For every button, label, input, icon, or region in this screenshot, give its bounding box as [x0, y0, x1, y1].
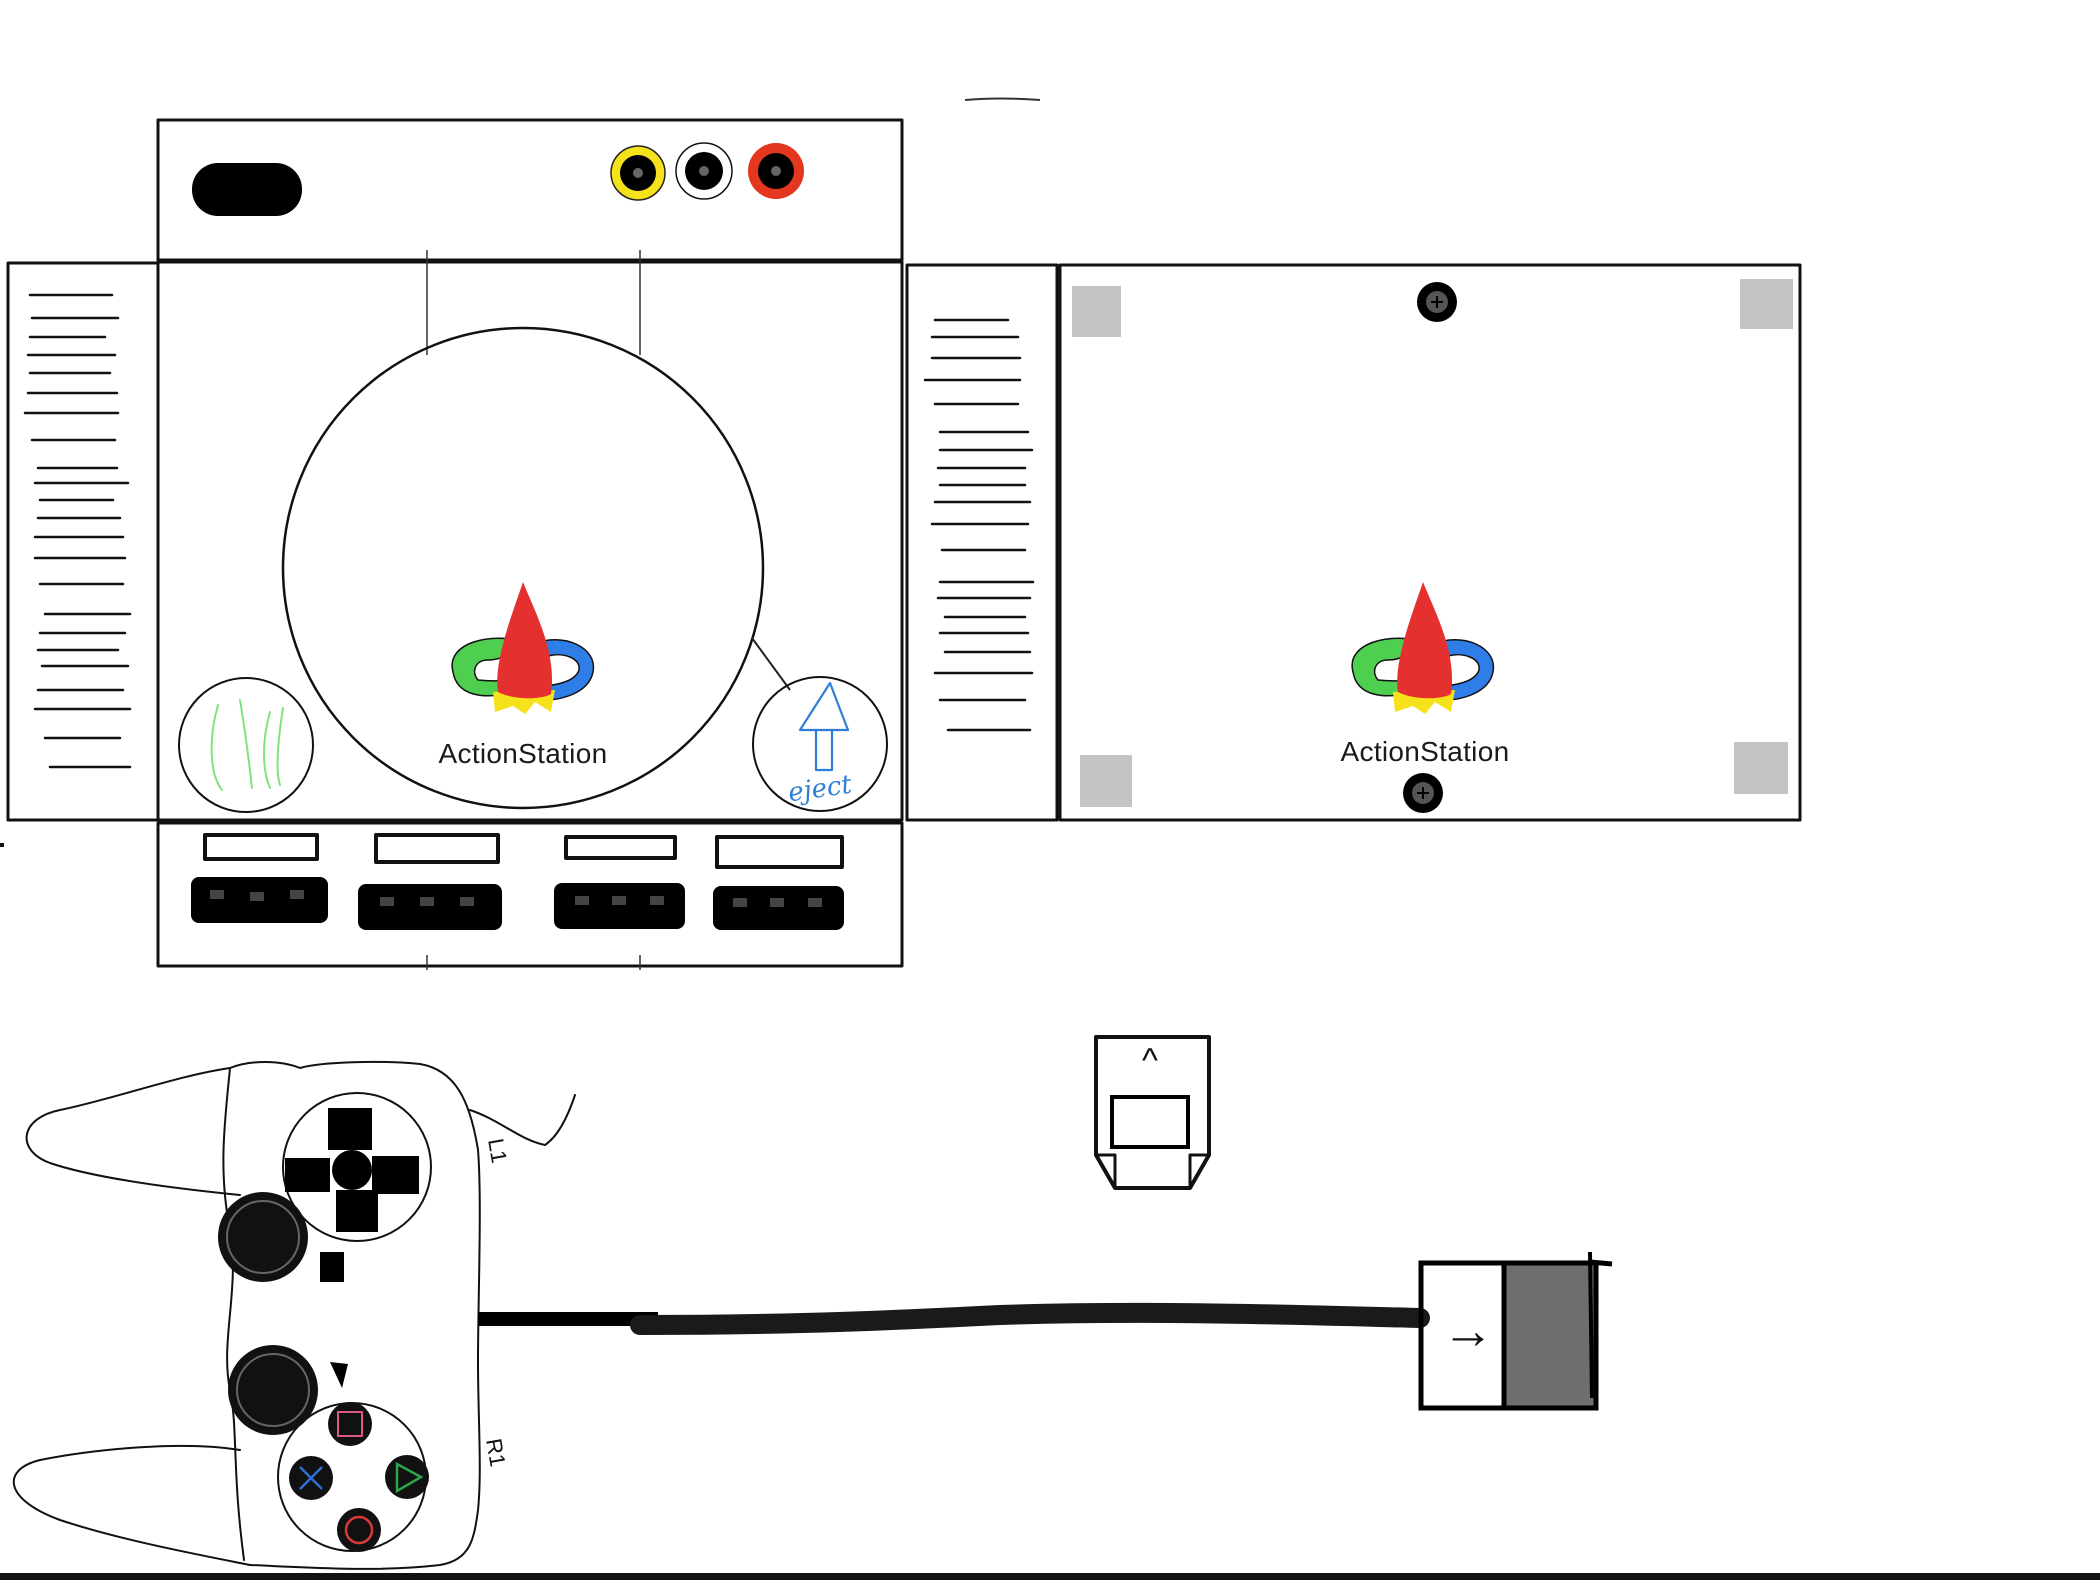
- left-analog-stick[interactable]: [218, 1192, 308, 1282]
- screw-pad: [1080, 755, 1132, 807]
- top-brand-label: ActionStation: [438, 738, 608, 769]
- console-bottom-panel: [1058, 263, 1802, 822]
- circle-icon: [344, 1515, 374, 1545]
- dpad-left-icon: [285, 1158, 330, 1192]
- bottom-brand-label: ActionStation: [1340, 736, 1510, 767]
- controller-left-grip-top: [25, 1067, 241, 1196]
- controller-port-2[interactable]: [358, 884, 502, 930]
- controller-port-strip: [156, 821, 904, 970]
- av-port-yellow[interactable]: [610, 145, 666, 201]
- controller-cable: [478, 1302, 1430, 1335]
- triangle-button[interactable]: [385, 1455, 429, 1499]
- triangle-icon: [395, 1461, 424, 1494]
- av-port-red[interactable]: [748, 143, 804, 199]
- power-button[interactable]: [178, 677, 314, 813]
- controller-plug[interactable]: [1418, 1251, 1613, 1411]
- memory-card[interactable]: [1094, 1035, 1211, 1190]
- dpad-down-icon: [336, 1190, 378, 1232]
- plug-arrow-icon: →: [1442, 1302, 1494, 1360]
- memory-card-label-area: [1110, 1095, 1190, 1149]
- power-icon: [210, 699, 284, 791]
- console-right-side-panel: [905, 263, 1059, 822]
- square-icon: [337, 1411, 363, 1437]
- console-left-side-panel: [6, 261, 160, 822]
- screw-pad: [1734, 742, 1788, 794]
- memory-card-slot-3[interactable]: [564, 835, 677, 860]
- console-top-panel: [156, 250, 904, 822]
- controller-body-outline: [229, 1060, 481, 1570]
- cross-icon: [299, 1466, 323, 1490]
- memory-card-slot-2[interactable]: [374, 833, 500, 864]
- dpad[interactable]: [282, 1092, 432, 1242]
- start-button[interactable]: [330, 1362, 348, 1388]
- shoulder-button-r1[interactable]: R1: [481, 1437, 511, 1469]
- screw-pad: [1740, 279, 1793, 329]
- disc-lid[interactable]: [281, 326, 765, 810]
- face-button-cluster: [277, 1402, 429, 1552]
- svg-text:L1: L1: [483, 1137, 512, 1165]
- controller-port-4[interactable]: [713, 886, 844, 930]
- svg-text:R1: R1: [481, 1437, 511, 1469]
- right-vent-lines: [923, 318, 1035, 732]
- brand-logo-icon: [1351, 582, 1495, 714]
- square-button[interactable]: [328, 1402, 372, 1446]
- right-analog-stick[interactable]: [228, 1345, 318, 1435]
- screw-icon: [1417, 282, 1457, 322]
- dpad-right-icon: [372, 1156, 419, 1194]
- brand-logo-icon: [451, 582, 595, 714]
- memory-card-slot-1[interactable]: [203, 833, 319, 861]
- controller-left-grip-bottom: [12, 1444, 251, 1566]
- controller-cable-stub: [469, 1094, 576, 1146]
- select-button[interactable]: [320, 1252, 344, 1282]
- cross-button[interactable]: [289, 1456, 333, 1500]
- dpad-up-icon: [328, 1108, 372, 1150]
- eject-arrow-icon: [798, 681, 850, 772]
- left-vent-lines: [23, 293, 132, 769]
- eject-button[interactable]: [752, 676, 888, 812]
- memory-card-arrow-label: ^: [1142, 1042, 1158, 1080]
- memory-card-slot-4[interactable]: [715, 835, 844, 869]
- av-port-white[interactable]: [675, 142, 733, 200]
- screw-icon: [1403, 773, 1443, 813]
- screw-pad: [1072, 286, 1121, 337]
- controller[interactable]: L1 R1: [12, 1060, 576, 1570]
- console-back-panel: [156, 118, 904, 262]
- shoulder-button-l1[interactable]: L1: [483, 1137, 512, 1165]
- circle-button[interactable]: [337, 1508, 381, 1552]
- power-port-icon: [192, 163, 302, 216]
- bottom-frame-bar: [0, 1573, 2100, 1580]
- controller-port-3[interactable]: [554, 883, 685, 929]
